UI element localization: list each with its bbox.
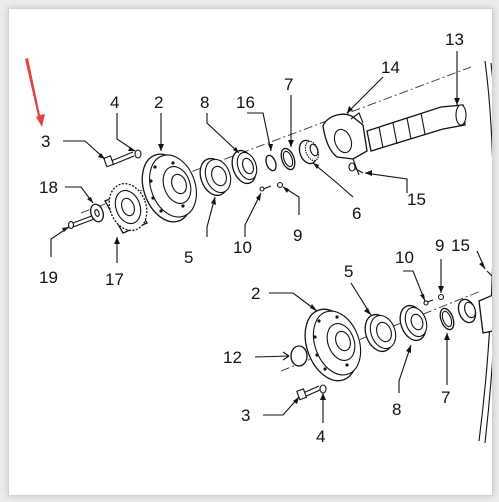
callout-2-upper: 2 xyxy=(154,93,163,112)
callout-15-lower: 15 xyxy=(451,236,470,255)
callout-13: 13 xyxy=(445,30,464,49)
bearing-lower-partial xyxy=(457,298,477,324)
nipple-9-lower xyxy=(437,293,445,301)
cap-12 xyxy=(290,345,308,367)
hub-2-lower xyxy=(304,308,362,382)
spindle-knuckle-14 xyxy=(322,112,368,176)
callout-7-upper: 7 xyxy=(284,75,293,94)
callout-12: 12 xyxy=(223,348,242,367)
bolt-3-lower xyxy=(296,385,321,401)
bolt-3-upper xyxy=(103,151,135,168)
callout-14: 14 xyxy=(381,58,400,77)
callout-9-lower: 9 xyxy=(435,236,444,255)
bearing-5-upper xyxy=(199,157,232,197)
callout-labels: 3 4 2 8 16 7 14 13 18 19 17 5 10 9 6 15 … xyxy=(39,30,470,446)
callout-10-upper: 10 xyxy=(233,238,252,257)
pin-10-lower xyxy=(423,299,434,306)
hub-2-upper xyxy=(141,153,197,223)
callout-8-upper: 8 xyxy=(200,93,209,112)
ring-16 xyxy=(265,154,277,172)
ring-7-lower xyxy=(439,307,455,331)
seal-8-upper xyxy=(231,149,258,185)
seal-8-lower xyxy=(399,304,428,342)
callout-9-upper: 9 xyxy=(293,226,302,245)
callout-6: 6 xyxy=(352,204,361,223)
leader-arrowheads xyxy=(62,98,485,404)
shaft-13 xyxy=(366,104,467,152)
wheel-rim-outline xyxy=(478,60,492,444)
callout-5-upper: 5 xyxy=(184,248,193,267)
gear-17 xyxy=(104,182,148,234)
nipple-9-upper xyxy=(276,181,284,189)
callout-7-lower: 7 xyxy=(441,388,450,407)
callout-8-lower: 8 xyxy=(392,400,401,419)
callout-4-lower: 4 xyxy=(316,427,325,446)
callout-17: 17 xyxy=(105,270,124,289)
callout-5-lower: 5 xyxy=(344,262,353,281)
callout-18: 18 xyxy=(39,178,58,197)
bearing-5-lower xyxy=(364,313,397,353)
callout-15-upper: 15 xyxy=(407,190,426,209)
callout-4-upper: 4 xyxy=(110,93,119,112)
ring-7-upper xyxy=(280,147,296,171)
washer-4-upper xyxy=(134,149,142,159)
red-arrow-icon xyxy=(25,58,45,127)
pin-10-upper xyxy=(259,185,272,192)
callout-3-lower: 3 xyxy=(241,406,250,425)
washer-4-lower xyxy=(319,384,327,394)
bearing-6 xyxy=(298,139,320,165)
spindle-knuckle-lower-partial xyxy=(478,270,492,334)
callout-3-upper: 3 xyxy=(41,132,50,151)
callout-10-lower: 10 xyxy=(395,248,414,267)
callout-19: 19 xyxy=(39,268,58,287)
callout-2-lower: 2 xyxy=(251,284,260,303)
washer-18 xyxy=(90,203,104,223)
fitting-15-upper xyxy=(348,162,364,174)
leader-lines xyxy=(50,51,486,423)
exploded-parts-diagram: 3 4 2 8 16 7 14 13 18 19 17 5 10 9 6 15 … xyxy=(8,8,493,496)
callout-16: 16 xyxy=(236,93,255,112)
